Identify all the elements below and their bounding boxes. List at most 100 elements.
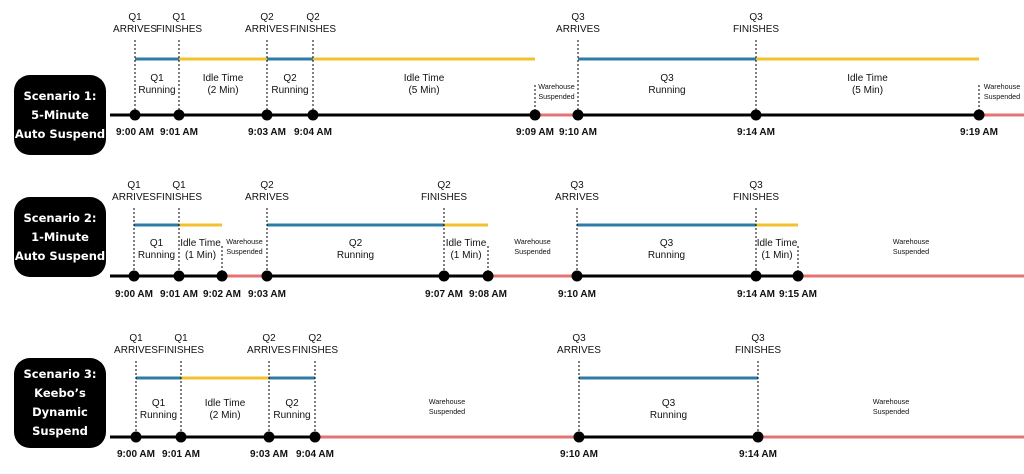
segment-label: Running <box>648 85 685 96</box>
event-label: FINISHES <box>158 345 204 356</box>
time-label: 9:14 AM <box>739 449 777 460</box>
event-label: ARRIVES <box>112 192 156 203</box>
segment-label: Running <box>138 250 175 261</box>
segment-label: Running <box>140 410 177 421</box>
segment-label: Idle Time <box>404 73 445 84</box>
event-dot <box>572 109 584 121</box>
event-label: ARRIVES <box>557 345 601 356</box>
segment-label: Q1 <box>150 73 164 84</box>
segment-label: Suspended <box>893 247 929 256</box>
segment-label: (1 Min) <box>185 250 216 261</box>
segment-label: Running <box>648 250 685 261</box>
time-label: 9:03 AM <box>248 289 286 300</box>
event-label: ARRIVES <box>247 345 291 356</box>
segment-label: Q2 <box>285 398 299 409</box>
badge-line: Keebo’s <box>34 386 86 400</box>
event-label: Q2 <box>262 333 276 344</box>
time-label: 9:01 AM <box>160 127 198 138</box>
event-label: Q3 <box>570 180 584 191</box>
segment-label: Running <box>138 85 175 96</box>
event-dot <box>307 109 319 121</box>
event-label: Q3 <box>751 333 765 344</box>
segment-label: Q3 <box>660 238 674 249</box>
segment-label: Q1 <box>152 398 166 409</box>
event-label: Q2 <box>437 180 451 191</box>
time-label: 9:02 AM <box>203 289 241 300</box>
time-label: 9:14 AM <box>737 289 775 300</box>
event-dot <box>175 431 187 443</box>
time-label: 9:15 AM <box>779 289 817 300</box>
badge-line: 5-Minute <box>31 107 89 122</box>
event-dot <box>482 270 494 282</box>
time-label: 9:10 AM <box>559 127 597 138</box>
badge-line: Dynamic <box>32 405 88 419</box>
event-label: FINISHES <box>421 192 467 203</box>
event-dot <box>752 431 764 443</box>
event-dot <box>571 270 583 282</box>
event-dot <box>216 270 228 282</box>
segment-label: Warehouse <box>984 82 1021 91</box>
segment-label: Idle Time <box>180 238 221 249</box>
segment-label: Warehouse <box>538 82 575 91</box>
event-label: Q1 <box>174 333 188 344</box>
event-label: Q2 <box>306 12 320 23</box>
event-dot <box>130 431 142 443</box>
segment-label: Idle Time <box>757 238 798 249</box>
badge-line: Scenario 3: <box>23 367 97 381</box>
scenario-3-badge: Scenario 3: Keebo’s Dynamic Suspend <box>14 358 106 448</box>
badge-line: Auto Suspend <box>14 248 106 263</box>
time-label: 9:10 AM <box>558 289 596 300</box>
event-dot <box>792 270 804 282</box>
segment-label: Suspended <box>873 407 909 416</box>
badge-line: Scenario 1: <box>23 88 97 103</box>
segment-label: Idle Time <box>203 73 244 84</box>
event-dot <box>973 109 985 121</box>
segment-label: Q3 <box>662 398 676 409</box>
event-dot <box>438 270 450 282</box>
event-dot <box>573 431 585 443</box>
segment-label: Suspended <box>984 92 1020 101</box>
time-label: 9:09 AM <box>516 127 554 138</box>
segment-label: Warehouse <box>873 397 910 406</box>
event-label: Q3 <box>749 12 763 23</box>
badge-line: Suspend <box>32 424 88 438</box>
event-label: Q2 <box>308 333 322 344</box>
segment-label: Idle Time <box>205 398 246 409</box>
segment-label: Running <box>271 85 308 96</box>
time-label: 9:07 AM <box>425 289 463 300</box>
time-label: 9:14 AM <box>737 127 775 138</box>
segment-label: Q2 <box>283 73 297 84</box>
segment-label: Warehouse <box>514 237 551 246</box>
event-label: FINISHES <box>733 24 779 35</box>
event-dot <box>173 109 185 121</box>
time-label: 9:19 AM <box>960 127 998 138</box>
event-dot <box>261 270 273 282</box>
segment-label: Warehouse <box>429 397 466 406</box>
time-label: 9:04 AM <box>294 127 332 138</box>
event-label: Q3 <box>749 180 763 191</box>
event-label: Q3 <box>571 12 585 23</box>
segment-label: Idle Time <box>847 73 888 84</box>
event-label: Q1 <box>172 180 186 191</box>
event-label: Q1 <box>172 12 186 23</box>
event-label: FINISHES <box>156 24 202 35</box>
event-dot <box>309 431 321 443</box>
badge-line: Scenario 2: <box>23 210 97 225</box>
segment-label: (1 Min) <box>450 250 481 261</box>
time-label: 9:04 AM <box>296 449 334 460</box>
segment-label: Running <box>273 410 310 421</box>
event-label: FINISHES <box>290 24 336 35</box>
segment-label: (5 Min) <box>408 85 439 96</box>
event-label: ARRIVES <box>556 24 600 35</box>
segment-label: (5 Min) <box>852 85 883 96</box>
event-label: ARRIVES <box>245 24 289 35</box>
event-dot <box>529 109 541 121</box>
event-dot <box>261 109 273 121</box>
time-label: 9:00 AM <box>117 449 155 460</box>
badge-line: Auto Suspend <box>14 126 106 141</box>
segment-label: Suspended <box>429 407 465 416</box>
event-label: Q1 <box>128 12 142 23</box>
event-label: Q2 <box>260 180 274 191</box>
segment-label: Warehouse <box>226 237 263 246</box>
